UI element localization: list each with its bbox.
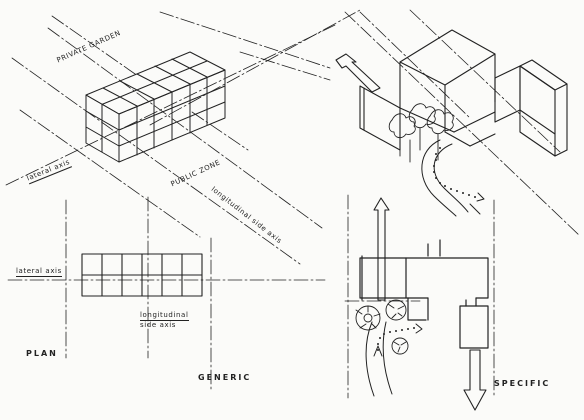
specific-iso-movement-dots	[433, 147, 476, 198]
plan-construction-lines	[7, 196, 326, 393]
longitudinal-plan-label-line1: longitudinal	[140, 311, 189, 321]
generic-label: GENERIC	[198, 373, 252, 382]
specific-plan-down-arrow	[463, 349, 487, 411]
specific-iso-trees	[388, 103, 454, 163]
specific-iso-path	[421, 139, 481, 217]
plan-label: PLAN	[26, 349, 58, 358]
specific-label: SPECIFIC	[494, 379, 551, 388]
lateral-axis-plan-label: lateral axis	[16, 267, 62, 277]
iso-block-volume	[85, 51, 226, 163]
specific-plan-dot-arrowhead	[415, 323, 423, 334]
specific-plan-path	[365, 321, 393, 397]
specific-plan-movement-dots	[377, 327, 415, 351]
plan-block	[81, 253, 203, 297]
specific-plan-up-arrow	[373, 197, 390, 301]
specific-iso-construction-lines	[344, 9, 581, 237]
specific-iso-arrow	[335, 53, 381, 93]
specific-iso-building	[359, 29, 568, 157]
specific-iso-dot-arrowhead	[476, 192, 485, 202]
specific-plan-building	[359, 239, 489, 349]
longitudinal-plan-label-line2: side axis	[140, 321, 176, 329]
iso-construction-lines	[5, 9, 361, 265]
specific-plan-start-arrow	[373, 345, 383, 357]
specific-plan-trees	[355, 299, 409, 355]
